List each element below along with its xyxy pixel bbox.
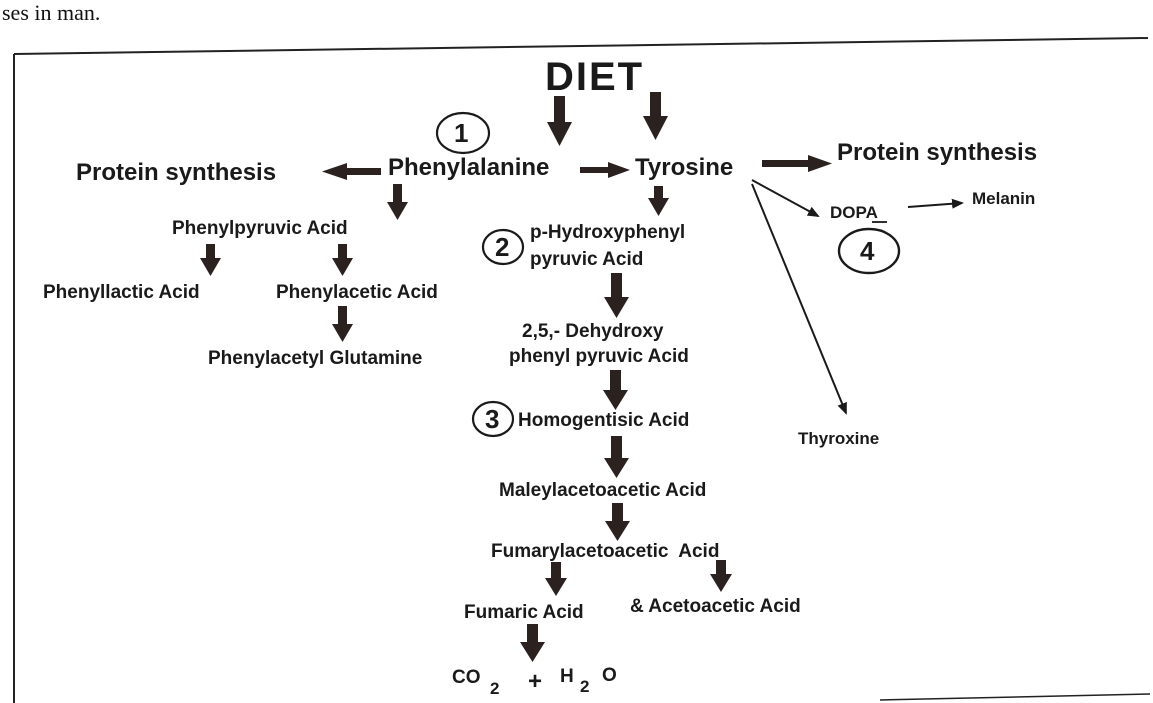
figure-frame [13,37,1151,703]
arrow-to-maleylacetoacetic [604,436,629,478]
melanin-label: Melanin [972,189,1035,208]
marker-2: 2 [481,228,525,266]
svg-text:1: 1 [454,118,468,148]
arrow-diet-to-phenylalanine [547,96,572,146]
arrow-tyrosine-to-dopa [751,179,820,217]
p-hydroxyphenyl-label: p-Hydroxyphenyl [530,222,685,243]
h2o-subscript: 2 [580,677,589,696]
arrow-to-fumarylacetoacetic [605,503,630,541]
plus-sign: + [528,668,542,695]
caption-text: ses in man. [2,0,100,25]
phenylpyruvic-acid-label: Phenylpyruvic Acid [172,218,348,239]
co2-h2o-products: CO 2 + H 2 O [452,665,617,698]
svg-text:3: 3 [485,404,499,434]
fumaric-acid-label: Fumaric Acid [464,602,584,623]
svg-text:4: 4 [860,236,875,266]
arrow-phenylalanine-to-tyrosine [580,162,630,178]
arrow-to-acetoacetic [710,560,732,592]
arrow-diet-to-tyrosine [643,92,668,140]
arrow-dopa-to-melanin [907,198,964,209]
arrow-to-co2-h2o [520,624,545,662]
arrow-phenylalanine-to-protein [322,163,381,180]
pyruvic-acid-label: pyruvic Acid [530,249,643,270]
phenyllactic-acid-label: Phenyllactic Acid [43,282,200,303]
arrow-to-phenyllactic [200,244,221,276]
arrow-to-dehydroxy [604,273,629,318]
phenylacetyl-glutamine-label: Phenylacetyl Glutamine [208,348,422,369]
co2-subscript: 2 [490,679,499,698]
dehydroxy-phenylpyruvic-label: phenyl pyruvic Acid [509,346,689,367]
tyrosine-label: Tyrosine [635,154,733,181]
svg-text:2: 2 [495,232,509,262]
acetoacetic-acid-label: & Acetoacetic Acid [630,596,801,617]
co2-label: CO [452,667,481,688]
marker-4: 4 [837,227,901,275]
arrow-to-fumaric [545,562,567,596]
protein-synthesis-right: Protein synthesis [837,139,1037,166]
phenylacetic-acid-label: Phenylacetic Acid [276,282,438,303]
dehydroxy-label: 2,5,- Dehydroxy [522,321,664,342]
phenylalanine-label: Phenylalanine [388,154,549,181]
h2o-h-label: H [560,666,574,687]
maleylacetoacetic-acid-label: Maleylacetoacetic Acid [499,480,706,501]
homogentisic-acid-label: Homogentisic Acid [518,410,689,431]
thyroxine-label: Thyroxine [798,429,879,448]
diet-label: DIET [545,55,644,99]
arrow-to-phenylacetic [332,244,353,276]
arrow-to-homogentisic [603,370,628,410]
arrow-tyrosine-to-thyroxine [751,183,847,415]
arrow-to-phenylacetyl-glutamine [332,306,353,342]
arrow-phenylalanine-to-phenylpyruvic [387,184,408,220]
h2o-o-label: O [602,665,617,686]
arrow-tyrosine-to-hydroxyphenyl [648,186,669,216]
dopa-label: DOPA [830,203,878,222]
fumarylacetoacetic-acid-label: Fumarylacetoacetic Acid [491,541,719,562]
marker-1: 1 [435,111,491,155]
protein-synthesis-left: Protein synthesis [76,159,276,186]
marker-3: 3 [471,400,515,438]
dopa-node: DOPA [830,203,887,223]
arrow-tyrosine-to-protein [762,155,832,172]
